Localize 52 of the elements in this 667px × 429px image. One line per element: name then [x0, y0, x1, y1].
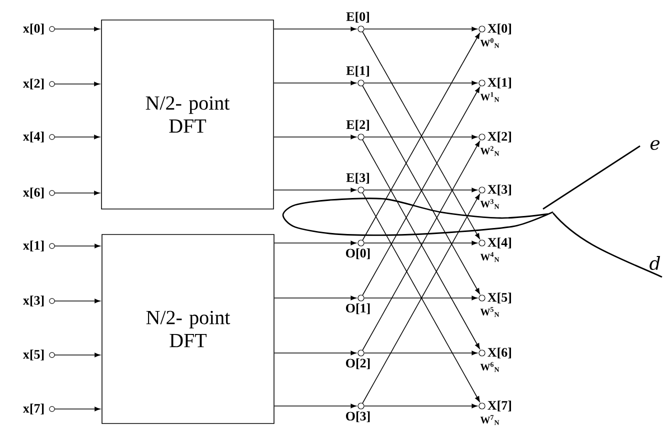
- arrow: [54, 244, 100, 248]
- input-label: x[5]: [23, 350, 44, 360]
- arrow: [54, 298, 100, 304]
- arrow: [274, 404, 356, 408]
- arrow: [364, 404, 478, 408]
- output-label: X[3]: [488, 184, 511, 196]
- input-label: x[0]: [23, 24, 44, 34]
- handwritten-letter: e: [650, 140, 660, 150]
- signal-label: O[3]: [346, 411, 370, 422]
- input-label: x[3]: [23, 296, 44, 306]
- arrow: [274, 350, 356, 356]
- arrow: [54, 190, 100, 196]
- output-label: X[7]: [488, 400, 511, 412]
- arrow: [364, 134, 478, 140]
- signal-label: E[0]: [346, 12, 369, 23]
- arrow: [274, 80, 356, 86]
- arrow: [274, 296, 356, 300]
- signal-label: E[1]: [346, 66, 369, 77]
- arrow: [274, 26, 356, 32]
- input-label: x[1]: [23, 240, 44, 252]
- signal-label: O[1]: [346, 303, 370, 314]
- arrow: [274, 240, 356, 246]
- signal-label: E[3]: [346, 172, 369, 184]
- output-label: X[0]: [488, 24, 511, 34]
- arrow: [364, 26, 478, 32]
- output-label: X[6]: [488, 348, 511, 358]
- input-label: x[7]: [23, 404, 44, 414]
- arrow: [364, 188, 478, 192]
- arrow: [54, 352, 100, 358]
- signal-label: O[0]: [346, 248, 370, 260]
- signal-label: O[2]: [346, 358, 370, 370]
- arrow: [364, 240, 478, 246]
- arrow: [274, 134, 356, 140]
- arrow: [54, 406, 100, 412]
- dft-box: N/2- point DFT: [102, 234, 274, 424]
- output-label: X[2]: [488, 132, 511, 142]
- arrow: [274, 188, 356, 192]
- output-label: X[4]: [488, 238, 511, 248]
- arrow: [364, 296, 478, 300]
- input-label: x[6]: [23, 188, 44, 198]
- signal-label: E[2]: [346, 120, 369, 131]
- output-label: X[1]: [488, 78, 511, 88]
- arrow: [54, 134, 100, 140]
- input-label: x[4]: [23, 132, 44, 142]
- handwritten-letter: d: [650, 256, 660, 270]
- arrow: [54, 26, 100, 32]
- dft-box: N/2- point DFT: [101, 20, 274, 210]
- arrow: [364, 80, 478, 86]
- output-label: X[5]: [488, 292, 511, 304]
- input-label: x[2]: [23, 78, 44, 90]
- arrow: [54, 82, 100, 86]
- arrow: [364, 350, 478, 356]
